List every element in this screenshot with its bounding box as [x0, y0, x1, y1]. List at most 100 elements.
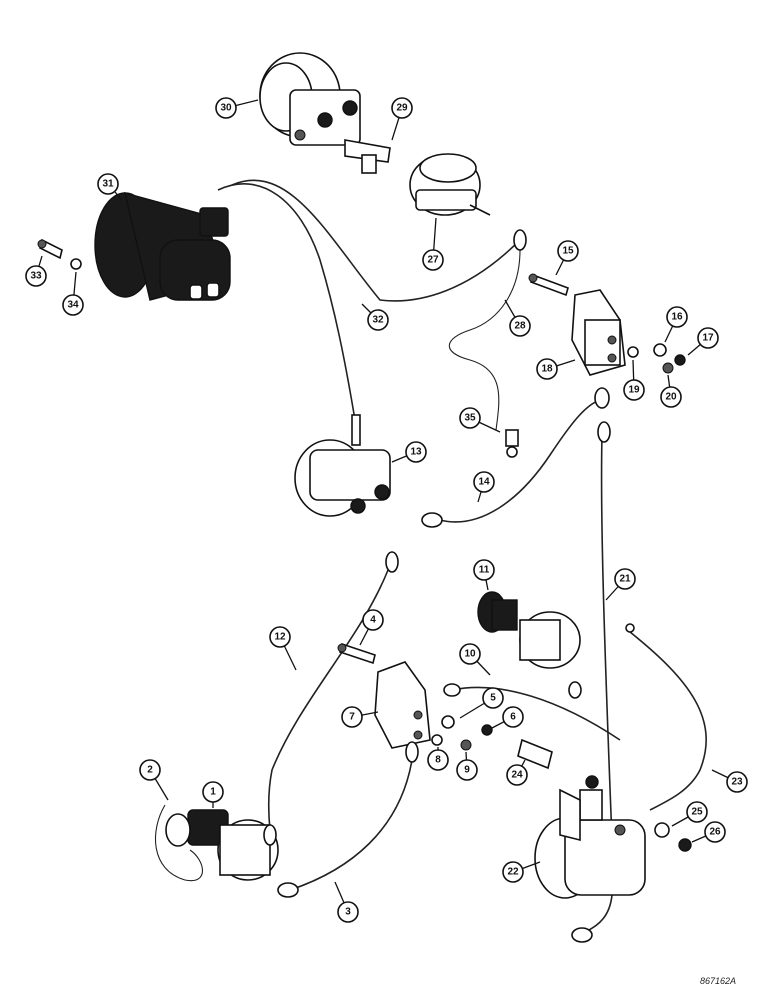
wire-14 [439, 399, 601, 523]
callout-circle [614, 568, 636, 590]
callout-34: 34 [62, 271, 84, 316]
callout-number: 25 [691, 807, 703, 818]
part-27-sender [409, 153, 491, 216]
callouts: 1234567891011121314151617181920212223242… [25, 97, 748, 923]
part-33-bolt [37, 238, 63, 260]
wire-23 [629, 631, 707, 811]
callout-circle [473, 559, 495, 581]
callout-11: 11 [473, 559, 495, 591]
drawing-code: 867162A [699, 976, 736, 986]
callout-circle [666, 306, 688, 328]
wire-28 [448, 249, 521, 431]
callout-circle [557, 240, 579, 262]
callout-circle [97, 173, 119, 195]
part-4-screw [337, 642, 376, 665]
part-25-washer [654, 822, 670, 838]
callout-number: 26 [709, 827, 721, 838]
callout-14: 14 [473, 471, 495, 503]
callout-circle [391, 97, 413, 119]
callout-number: 1 [210, 787, 216, 798]
callout-circle [686, 801, 708, 823]
part-9-nut [460, 739, 472, 751]
callout-10: 10 [459, 643, 491, 676]
callout-circle [459, 407, 481, 429]
part-16-washer [653, 343, 667, 357]
callout-35: 35 [459, 407, 501, 433]
callout-number: 19 [628, 385, 640, 396]
part-24-screw [517, 738, 553, 770]
ground-eyelet [571, 927, 593, 943]
callout-number: 20 [665, 392, 677, 403]
part-30-gauge [259, 52, 361, 146]
part-7-resistor [374, 661, 431, 749]
callout-number: 6 [510, 712, 516, 723]
callout-circle [726, 771, 748, 793]
callout-circle [62, 294, 84, 316]
callout-23: 23 [711, 769, 748, 793]
part-26-nut [678, 838, 692, 852]
callout-number: 33 [30, 271, 42, 282]
wire-3 [289, 759, 413, 891]
callout-number: 14 [478, 477, 490, 488]
callout-8: 8 [427, 747, 449, 771]
callout-number: 23 [731, 777, 743, 788]
callout-circle [697, 327, 719, 349]
callout-number: 4 [370, 615, 376, 626]
callout-number: 28 [514, 321, 526, 332]
ground-cable [584, 894, 613, 933]
callout-1: 1 [202, 781, 224, 808]
callout-circle [362, 609, 384, 631]
part-5-washer [441, 715, 455, 729]
part-13-ammeter [294, 414, 391, 517]
callout-24: 24 [506, 759, 528, 786]
callout-circle [422, 249, 444, 271]
callout-number: 5 [490, 693, 496, 704]
callout-number: 2 [147, 765, 153, 776]
callout-21: 21 [605, 568, 636, 601]
part-11-switch [477, 591, 581, 669]
callout-17: 17 [687, 327, 719, 356]
part-1-keyswitch [187, 809, 279, 881]
part-22-solenoid [534, 775, 646, 899]
callout-number: 16 [671, 312, 683, 323]
callout-circle [502, 861, 524, 883]
callout-circle [623, 379, 645, 401]
callout-28: 28 [504, 299, 531, 337]
callout-circle [25, 265, 47, 287]
callout-number: 8 [435, 755, 441, 766]
callout-circle [456, 759, 478, 781]
callout-number: 13 [410, 447, 422, 458]
callout-number: 34 [67, 300, 79, 311]
callout-circle [509, 315, 531, 337]
callout-20: 20 [660, 374, 682, 408]
wire-10 [451, 686, 621, 741]
callout-number: 27 [427, 255, 439, 266]
callout-circle [341, 706, 363, 728]
wire-12 [267, 569, 389, 831]
callout-number: 31 [102, 179, 114, 190]
callout-number: 9 [464, 765, 470, 776]
wires [217, 179, 707, 933]
callout-number: 15 [562, 246, 574, 257]
part-29-fitting [344, 139, 391, 174]
callout-4: 4 [359, 609, 384, 646]
callout-19: 19 [623, 359, 645, 401]
callout-32: 32 [361, 303, 389, 331]
callout-circle [269, 626, 291, 648]
callout-33: 33 [25, 255, 47, 287]
callout-number: 22 [507, 867, 519, 878]
callout-circle [202, 781, 224, 803]
callout-number: 3 [345, 907, 351, 918]
callout-number: 29 [396, 103, 408, 114]
part-2-key [154, 804, 203, 882]
callout-2: 2 [139, 759, 169, 801]
callout-circle [427, 749, 449, 771]
callout-number: 12 [274, 632, 286, 643]
callout-16: 16 [664, 306, 688, 343]
wire-21 [600, 434, 613, 841]
callout-25: 25 [671, 801, 708, 827]
callout-7: 7 [341, 706, 379, 728]
callout-circle [536, 358, 558, 380]
callout-number: 35 [464, 413, 476, 424]
callout-13: 13 [391, 441, 427, 463]
